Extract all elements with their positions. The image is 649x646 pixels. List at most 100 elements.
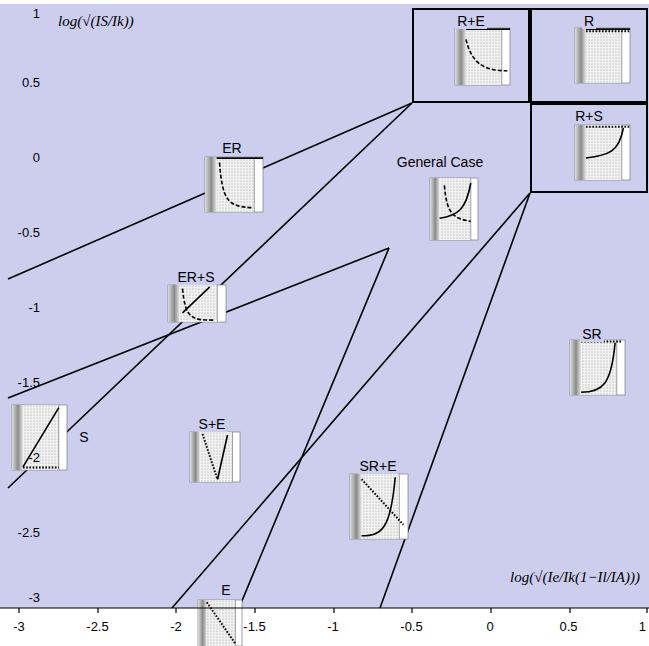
profile-icon xyxy=(430,178,478,240)
icon-stipple xyxy=(217,157,255,212)
tick-mark xyxy=(18,608,19,613)
plot-ground xyxy=(0,4,649,608)
tick-label: -3 xyxy=(13,620,25,635)
icon-divider xyxy=(232,432,233,482)
tick-label: -2.5 xyxy=(18,526,40,541)
profile-icon xyxy=(570,340,625,395)
boundary-line xyxy=(8,103,412,488)
profile-icons xyxy=(12,28,630,646)
boundary-line xyxy=(172,193,530,608)
icon-frame xyxy=(168,285,226,322)
icon-stipple xyxy=(586,28,622,83)
tick-label: -1 xyxy=(327,620,339,635)
regime-label: ER+S xyxy=(176,269,217,285)
icon-curve xyxy=(586,126,630,128)
axis-line xyxy=(0,607,649,608)
icon-frame xyxy=(12,405,67,470)
icon-stipple xyxy=(581,340,617,395)
icon-curve xyxy=(220,163,252,208)
icon-band xyxy=(430,178,440,240)
tick-mark xyxy=(411,608,412,613)
icon-divider xyxy=(254,157,255,212)
icon-frame xyxy=(575,28,630,83)
tick-label: -2 xyxy=(28,451,40,466)
axis-title: log(√(IS/Ik)) xyxy=(58,13,134,30)
boundary-line xyxy=(8,103,412,279)
tick-mark xyxy=(490,608,491,613)
tick-label: 1 xyxy=(639,620,646,635)
tick-label: 0.5 xyxy=(559,620,577,635)
regime-label: SR+E xyxy=(358,458,399,474)
tick-label: -1.5 xyxy=(243,620,265,635)
icon-divider xyxy=(235,600,236,646)
profile-icon xyxy=(198,600,242,646)
profile-icon xyxy=(190,432,240,482)
regime-box-text: R+S xyxy=(532,108,646,124)
regime-name: R+S xyxy=(573,108,605,124)
icon-curve xyxy=(444,185,470,221)
icon-divider xyxy=(399,474,400,539)
tick-label: -3 xyxy=(28,591,40,606)
regime-label: ER xyxy=(220,140,243,156)
icon-band xyxy=(190,432,200,482)
regime-box-text: R xyxy=(532,13,646,29)
tick-mark xyxy=(175,608,176,613)
icon-stipple xyxy=(207,600,236,646)
regime-box: R+S xyxy=(530,103,648,193)
regime-label: General Case xyxy=(395,154,485,170)
tick-label: 0 xyxy=(486,620,493,635)
icon-curve xyxy=(203,434,218,480)
regime-label: SR xyxy=(580,326,603,342)
profile-icon xyxy=(168,285,226,322)
regime-label: S+E xyxy=(197,416,228,432)
icon-frame xyxy=(575,125,630,180)
icon-divider xyxy=(501,28,502,85)
regime-label: S xyxy=(77,429,90,445)
icon-divider xyxy=(621,28,622,83)
icon-curve xyxy=(362,479,404,525)
icon-divider xyxy=(58,405,59,470)
icon-curve xyxy=(23,466,59,468)
regime-box: R+E xyxy=(412,8,530,103)
tick-label: -0.5 xyxy=(18,226,40,241)
regime-name: R+E xyxy=(455,13,487,29)
tick-mark xyxy=(97,608,98,613)
icon-stipple xyxy=(466,28,502,85)
icon-band xyxy=(455,28,466,85)
icon-curve xyxy=(586,30,630,32)
regime-box: R xyxy=(530,8,648,103)
profile-icon xyxy=(350,474,408,539)
icon-stipple xyxy=(440,178,471,240)
regime-box-text: R+E xyxy=(414,13,528,29)
icon-curve xyxy=(581,343,615,393)
icon-frame xyxy=(350,474,408,539)
icon-band xyxy=(350,474,362,539)
profile-icon xyxy=(12,405,67,470)
tick-label: 0 xyxy=(33,151,40,166)
tick-label: -1 xyxy=(28,301,40,316)
tick-label: -0.5 xyxy=(400,620,422,635)
tick-mark xyxy=(569,608,570,613)
icon-divider xyxy=(616,340,617,395)
icon-curve xyxy=(466,39,507,70)
tick-label: -2.5 xyxy=(86,620,108,635)
icon-band xyxy=(575,28,586,83)
regime-label: E xyxy=(219,582,232,598)
icon-curve xyxy=(23,408,59,467)
icon-curve xyxy=(586,128,623,158)
tick-label: -2 xyxy=(170,620,182,635)
icon-band xyxy=(205,157,217,212)
icon-band xyxy=(168,285,180,322)
boundary-line xyxy=(8,248,389,398)
icon-stipple xyxy=(180,285,218,322)
profile-icon xyxy=(455,28,510,85)
icon-frame xyxy=(570,340,625,395)
tick-mark xyxy=(646,608,647,613)
icon-frame xyxy=(430,178,478,240)
boundary-line xyxy=(239,248,389,608)
icon-frame xyxy=(198,600,242,646)
icon-curve xyxy=(183,289,214,320)
profile-icon xyxy=(575,28,630,83)
icon-frame xyxy=(455,28,510,85)
